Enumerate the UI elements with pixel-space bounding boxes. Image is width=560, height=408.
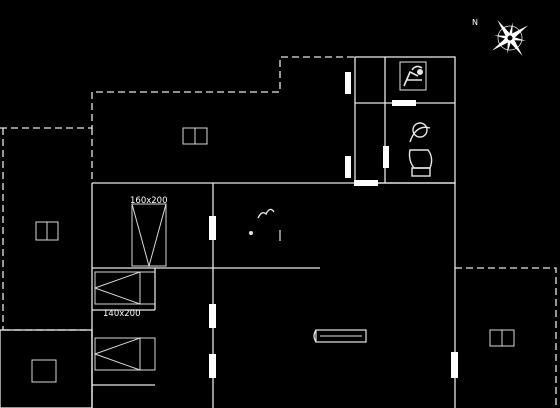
door xyxy=(392,100,416,106)
bed-single-2 xyxy=(94,337,156,371)
building-walls xyxy=(0,56,456,408)
outdoor-outlines xyxy=(0,56,557,408)
bed-label: 160x200 xyxy=(130,196,167,206)
stove-icon xyxy=(257,208,275,219)
outdoor-furniture xyxy=(31,127,515,383)
bed-label: 140x200 xyxy=(103,309,140,319)
annex-cabinet xyxy=(31,359,57,383)
compass-north-label: N xyxy=(472,18,478,27)
door xyxy=(209,354,216,378)
bed-160x200: 160x200 xyxy=(130,196,167,268)
doors xyxy=(209,72,458,378)
kitchen-sink-icon xyxy=(249,230,281,241)
door xyxy=(345,72,351,94)
sofa-icon xyxy=(313,329,367,343)
door xyxy=(354,180,378,186)
door xyxy=(209,216,216,240)
toilet-icon xyxy=(408,122,433,177)
compass-rose-icon xyxy=(491,19,529,57)
door xyxy=(209,304,216,328)
door xyxy=(383,146,389,168)
door xyxy=(345,156,351,178)
bed-single-1: 140x200 xyxy=(94,271,156,319)
door xyxy=(451,352,458,378)
shower-icon xyxy=(399,61,427,91)
